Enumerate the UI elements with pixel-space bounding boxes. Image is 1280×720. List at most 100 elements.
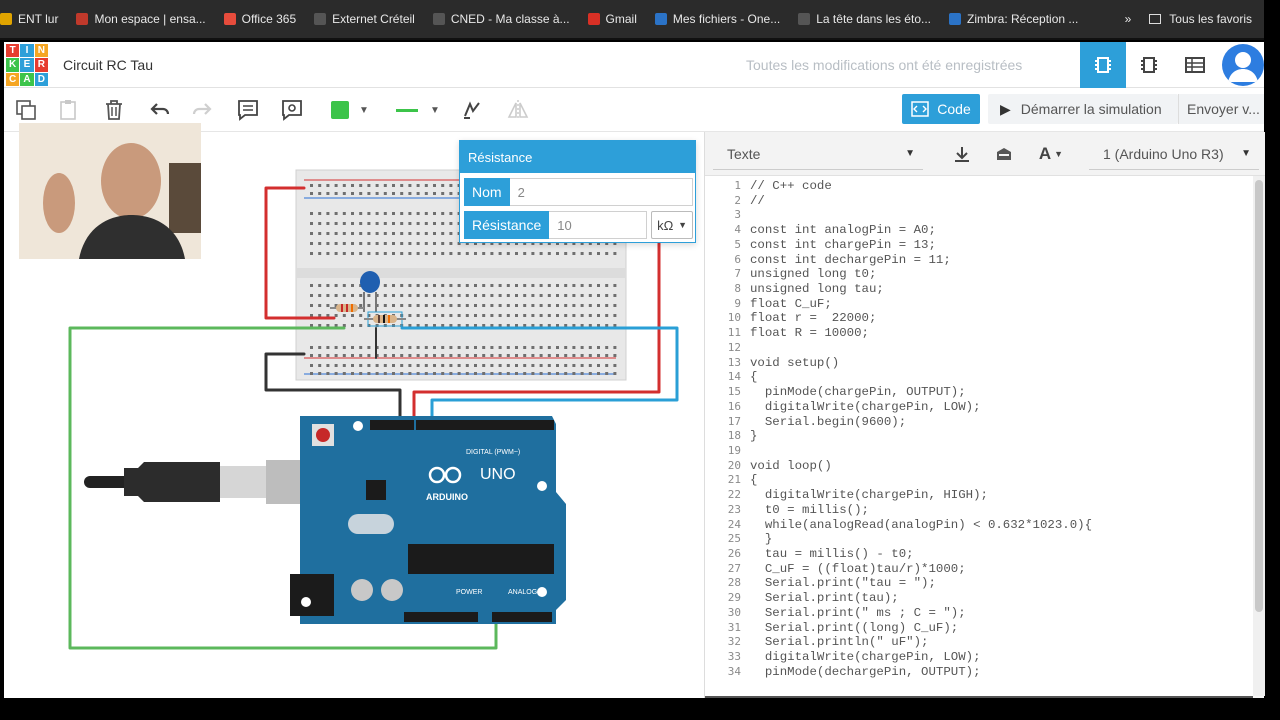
breadboard-hole[interactable] bbox=[408, 242, 412, 245]
breadboard-hole[interactable] bbox=[539, 324, 543, 327]
breadboard-hole[interactable] bbox=[564, 324, 568, 327]
breadboard-hole[interactable] bbox=[572, 346, 576, 349]
breadboard-hole[interactable] bbox=[351, 232, 354, 235]
breadboard-hole[interactable] bbox=[416, 232, 420, 235]
breadboard-hole[interactable] bbox=[547, 242, 551, 245]
project-title[interactable]: Circuit RC Tau bbox=[63, 57, 153, 73]
breadboard-hole[interactable] bbox=[449, 354, 453, 357]
breadboard-hole[interactable] bbox=[547, 364, 551, 367]
breadboard-hole[interactable] bbox=[547, 372, 551, 375]
breadboard-hole[interactable] bbox=[416, 252, 420, 255]
breadboard-hole[interactable] bbox=[564, 364, 568, 367]
breadboard-hole[interactable] bbox=[531, 252, 535, 255]
all-bookmarks-button[interactable]: »Tous les favoris bbox=[1125, 12, 1252, 26]
breadboard-hole[interactable] bbox=[449, 294, 453, 297]
breadboard-hole[interactable] bbox=[465, 354, 469, 357]
breadboard-hole[interactable] bbox=[334, 284, 338, 287]
breadboard-hole[interactable] bbox=[539, 284, 543, 287]
breadboard-hole[interactable] bbox=[359, 212, 363, 215]
breadboard-hole[interactable] bbox=[441, 232, 445, 235]
breadboard-hole[interactable] bbox=[605, 372, 609, 375]
code-line[interactable]: pinMode(chargePin, OUTPUT); bbox=[750, 385, 966, 400]
breadboard-hole[interactable] bbox=[318, 304, 322, 307]
breadboard-hole[interactable] bbox=[605, 354, 609, 357]
breadboard-hole[interactable] bbox=[605, 324, 609, 327]
breadboard-hole[interactable] bbox=[342, 242, 346, 245]
breadboard-hole[interactable] bbox=[515, 242, 518, 245]
breadboard-hole[interactable] bbox=[433, 304, 436, 307]
breadboard-hole[interactable] bbox=[416, 184, 420, 187]
code-line[interactable]: Serial.print("tau = "); bbox=[750, 576, 936, 591]
editor-scrollbar[interactable] bbox=[1253, 176, 1265, 696]
breadboard-hole[interactable] bbox=[416, 364, 420, 367]
breadboard-hole[interactable] bbox=[359, 364, 363, 367]
breadboard-hole[interactable] bbox=[457, 372, 461, 375]
breadboard-hole[interactable] bbox=[564, 304, 568, 307]
breadboard-hole[interactable] bbox=[588, 284, 592, 287]
breadboard-hole[interactable] bbox=[383, 284, 387, 287]
breadboard-hole[interactable] bbox=[449, 242, 453, 245]
breadboard-hole[interactable] bbox=[433, 212, 436, 215]
arduino-uno-board[interactable]: ARDUINO UNO DIGITAL (PWM~) POWER ANALOG … bbox=[290, 416, 566, 624]
breadboard-hole[interactable] bbox=[392, 252, 395, 255]
code-line[interactable]: { bbox=[750, 473, 758, 488]
breadboard-hole[interactable] bbox=[613, 314, 617, 317]
breadboard-hole[interactable] bbox=[441, 324, 445, 327]
breadboard-hole[interactable] bbox=[490, 346, 494, 349]
breadboard-hole[interactable] bbox=[400, 294, 404, 297]
breadboard-hole[interactable] bbox=[490, 314, 494, 317]
breadboard-hole[interactable] bbox=[588, 364, 592, 367]
breadboard-hole[interactable] bbox=[457, 324, 461, 327]
breadboard-hole[interactable] bbox=[588, 314, 592, 317]
code-line[interactable]: const int analogPin = A0; bbox=[750, 223, 936, 238]
breadboard-hole[interactable] bbox=[334, 252, 338, 255]
breadboard-hole[interactable] bbox=[547, 284, 551, 287]
breadboard-hole[interactable] bbox=[351, 242, 354, 245]
breadboard-hole[interactable] bbox=[351, 354, 354, 357]
breadboard-hole[interactable] bbox=[424, 372, 428, 375]
breadboard-hole[interactable] bbox=[490, 372, 494, 375]
breadboard-hole[interactable] bbox=[416, 192, 420, 195]
breadboard-hole[interactable] bbox=[556, 304, 559, 307]
breadboard-hole[interactable] bbox=[400, 192, 404, 195]
breadboard-hole[interactable] bbox=[506, 252, 510, 255]
breadboard-hole[interactable] bbox=[506, 324, 510, 327]
breadboard-hole[interactable] bbox=[359, 222, 363, 225]
breadboard-hole[interactable] bbox=[416, 304, 420, 307]
breadboard-hole[interactable] bbox=[564, 372, 568, 375]
start-simulation-button[interactable]: ▶ Démarrer la simulation bbox=[988, 94, 1178, 124]
breadboard-hole[interactable] bbox=[515, 304, 518, 307]
breadboard-hole[interactable] bbox=[367, 354, 371, 357]
code-line[interactable]: void setup() bbox=[750, 355, 840, 370]
breadboard-hole[interactable] bbox=[613, 304, 617, 307]
breadboard-hole[interactable] bbox=[408, 346, 412, 349]
breadboard-hole[interactable] bbox=[556, 294, 559, 297]
breadboard-hole[interactable] bbox=[318, 192, 322, 195]
breadboard-hole[interactable] bbox=[359, 192, 363, 195]
breadboard-hole[interactable] bbox=[597, 314, 600, 317]
wire-green[interactable] bbox=[68, 326, 498, 650]
breadboard-hole[interactable] bbox=[482, 314, 486, 317]
breadboard-hole[interactable] bbox=[375, 304, 379, 307]
breadboard-hole[interactable] bbox=[318, 346, 322, 349]
breadboard-hole[interactable] bbox=[523, 284, 527, 287]
breadboard-hole[interactable] bbox=[539, 294, 543, 297]
breadboard-hole[interactable] bbox=[523, 372, 527, 375]
breadboard-hole[interactable] bbox=[613, 284, 617, 287]
wire-red-right[interactable] bbox=[412, 200, 661, 424]
breadboard-hole[interactable] bbox=[490, 242, 494, 245]
breadboard-hole[interactable] bbox=[424, 242, 428, 245]
breadboard-hole[interactable] bbox=[457, 304, 461, 307]
code-line[interactable]: digitalWrite(chargePin, LOW); bbox=[750, 399, 981, 414]
breadboard-hole[interactable] bbox=[441, 252, 445, 255]
breadboard-hole[interactable] bbox=[572, 242, 576, 245]
breadboard-hole[interactable] bbox=[449, 304, 453, 307]
breadboard-hole[interactable] bbox=[310, 304, 313, 307]
breadboard-hole[interactable] bbox=[334, 294, 338, 297]
breadboard-hole[interactable] bbox=[523, 242, 527, 245]
breadboard-hole[interactable] bbox=[531, 304, 535, 307]
breadboard-hole[interactable] bbox=[613, 364, 617, 367]
breadboard-hole[interactable] bbox=[457, 364, 461, 367]
code-line[interactable]: Serial.begin(9600); bbox=[750, 414, 907, 429]
